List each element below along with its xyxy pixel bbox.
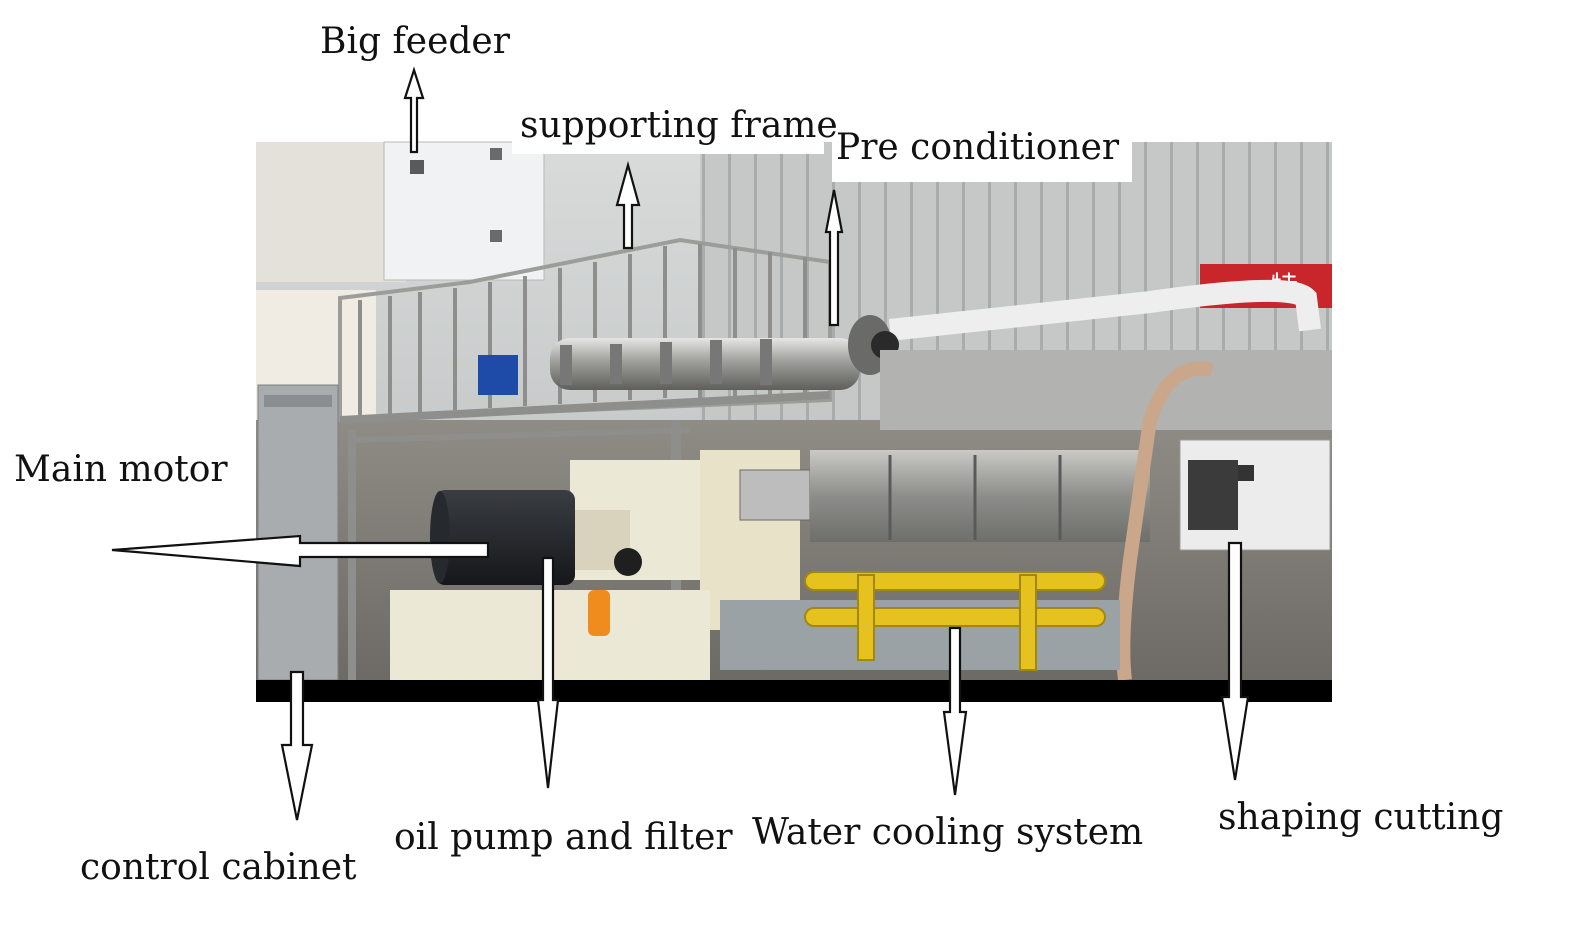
arrow-control-cabinet xyxy=(280,670,314,821)
oil-pump xyxy=(588,548,642,636)
label-control-cabinet: control cabinet xyxy=(80,847,357,888)
label-bg-pre-conditioner xyxy=(832,122,1132,182)
label-supporting-frame: supporting frame xyxy=(520,105,838,146)
flexible-hose xyxy=(1116,361,1214,681)
arrow-supporting-frame xyxy=(615,160,641,250)
label-bg-supporting-frame xyxy=(512,98,824,154)
arrow-pre-conditioner xyxy=(824,189,844,327)
arrow-oil-pump xyxy=(536,556,560,789)
feeder-motor xyxy=(478,355,518,395)
label-oil-pump-and-filter: oil pump and filter xyxy=(394,817,733,858)
water-cooling-rails xyxy=(804,571,1106,671)
label-shaping-cutting: shaping cutting xyxy=(1218,797,1504,838)
label-water-cooling-system: Water cooling system xyxy=(752,812,1144,853)
arrow-big-feeder xyxy=(403,66,425,154)
arrow-water-cooling xyxy=(942,626,968,796)
floor-bar xyxy=(256,680,1332,702)
control-cabinet xyxy=(257,384,339,681)
white-pipe xyxy=(888,279,1321,341)
big-feeder-bin xyxy=(383,141,545,281)
label-big-feeder: Big feeder xyxy=(320,21,510,62)
arrow-shaping-cutting xyxy=(1220,541,1250,781)
arrow-main-motor xyxy=(111,534,490,568)
label-pre-conditioner: Pre conditioner xyxy=(836,127,1120,168)
label-main-motor: Main motor xyxy=(14,449,228,490)
supporting-frame xyxy=(338,237,832,680)
